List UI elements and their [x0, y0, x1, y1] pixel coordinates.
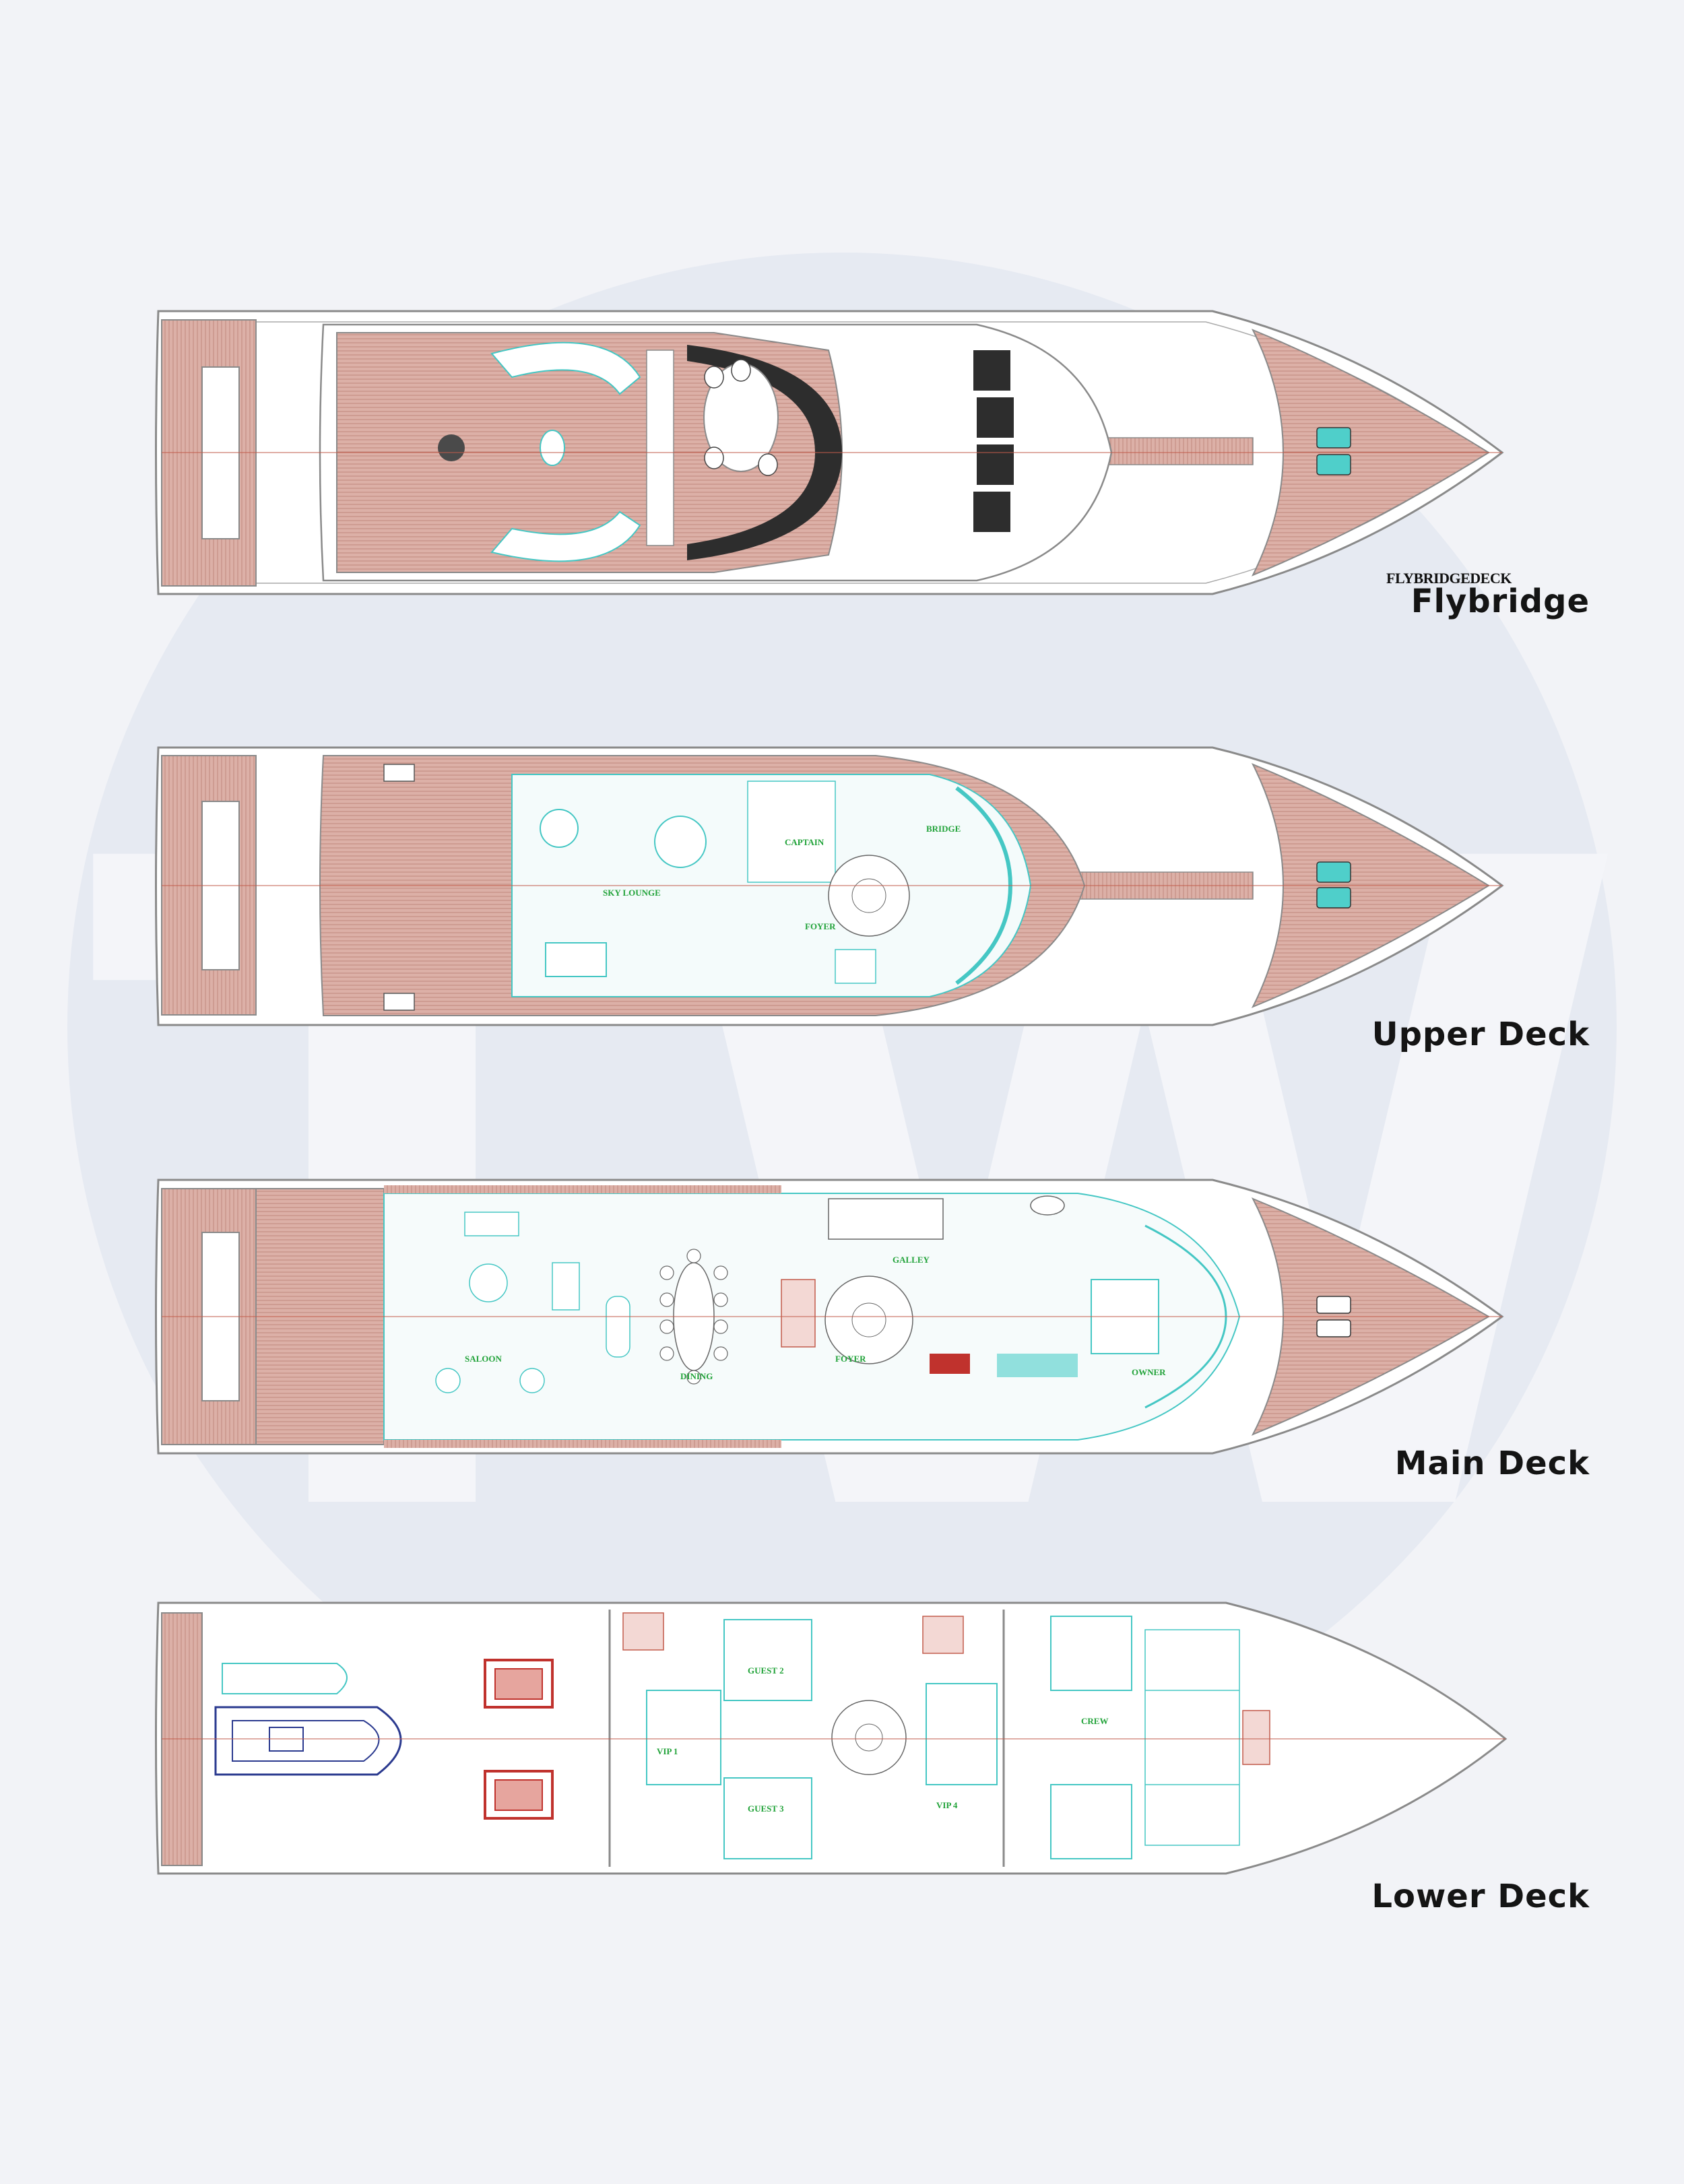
room-label: DINING — [680, 1371, 713, 1381]
room-label: CREW — [1081, 1716, 1108, 1726]
drawing-title: FLYBRIDGEDECK — [1386, 570, 1512, 587]
room-label: VIP 1 — [657, 1746, 678, 1756]
deck-label-lower: Lower Deck — [1371, 1878, 1590, 1915]
room-label: OWNER — [1132, 1367, 1166, 1377]
room-label: CAPTAIN — [785, 837, 824, 847]
room-label: SALOON — [465, 1354, 503, 1364]
room-label: GUEST 2 — [748, 1665, 784, 1676]
flybridge-plan — [155, 310, 1504, 595]
lower-deck-plan: VIP 1 GUEST 2 GUEST 3 VIP 4 CREW — [155, 1601, 1508, 1875]
room-label: BRIDGE — [926, 824, 961, 834]
deck-label-main: Main Deck — [1394, 1445, 1590, 1482]
room-label: GALLEY — [893, 1255, 930, 1265]
room-label: FOYER — [835, 1354, 866, 1364]
room-label: GUEST 3 — [748, 1804, 784, 1814]
main-deck-plan: SALOON DINING FOYER GALLEY OWNER — [155, 1179, 1504, 1455]
upper-deck-plan: SKY LOUNGE CAPTAIN BRIDGE FOYER — [155, 746, 1504, 1026]
room-label: VIP 4 — [936, 1800, 958, 1810]
room-label: FOYER — [805, 921, 836, 931]
room-label: SKY LOUNGE — [603, 888, 661, 898]
deck-label-flybridge: Flybridge — [1411, 583, 1590, 620]
deck-label-upper: Upper Deck — [1371, 1016, 1590, 1053]
